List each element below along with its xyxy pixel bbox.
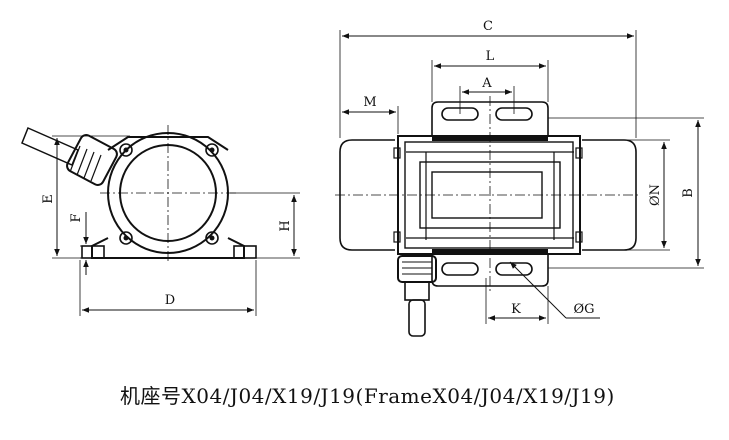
label-f: F xyxy=(69,213,84,222)
side-view: E F H D xyxy=(21,125,300,316)
dim-c: C xyxy=(339,19,637,138)
label-n: ØN xyxy=(648,184,663,206)
label-d: D xyxy=(165,293,175,308)
label-e: E xyxy=(41,194,56,204)
cable-gland-top xyxy=(397,255,437,337)
label-b: B xyxy=(681,188,696,198)
label-c: C xyxy=(483,19,493,34)
dim-b: B xyxy=(548,117,704,269)
dim-g: ØG xyxy=(509,261,600,319)
motor-housing-side xyxy=(80,125,257,262)
label-h: H xyxy=(278,220,293,231)
dim-n: ØN xyxy=(582,139,670,251)
label-l: L xyxy=(486,49,495,64)
dim-l: L xyxy=(431,49,549,102)
dim-a: A xyxy=(459,76,515,114)
dim-k: K xyxy=(485,278,549,324)
dim-e: E xyxy=(41,135,130,259)
frame-caption: 机座号X04/J04/X19/J19(FrameX04/J04/X19/J19) xyxy=(120,384,615,408)
top-view: C L A M ØN xyxy=(335,19,704,337)
dim-h: H xyxy=(230,192,300,259)
dim-m: M xyxy=(342,95,399,134)
dim-f: F xyxy=(69,212,92,275)
cable-gland-side xyxy=(21,127,118,186)
label-m: M xyxy=(363,95,376,110)
label-g: ØG xyxy=(573,302,594,317)
label-a: A xyxy=(481,76,492,91)
dim-d: D xyxy=(79,260,257,316)
label-k: K xyxy=(511,302,521,317)
